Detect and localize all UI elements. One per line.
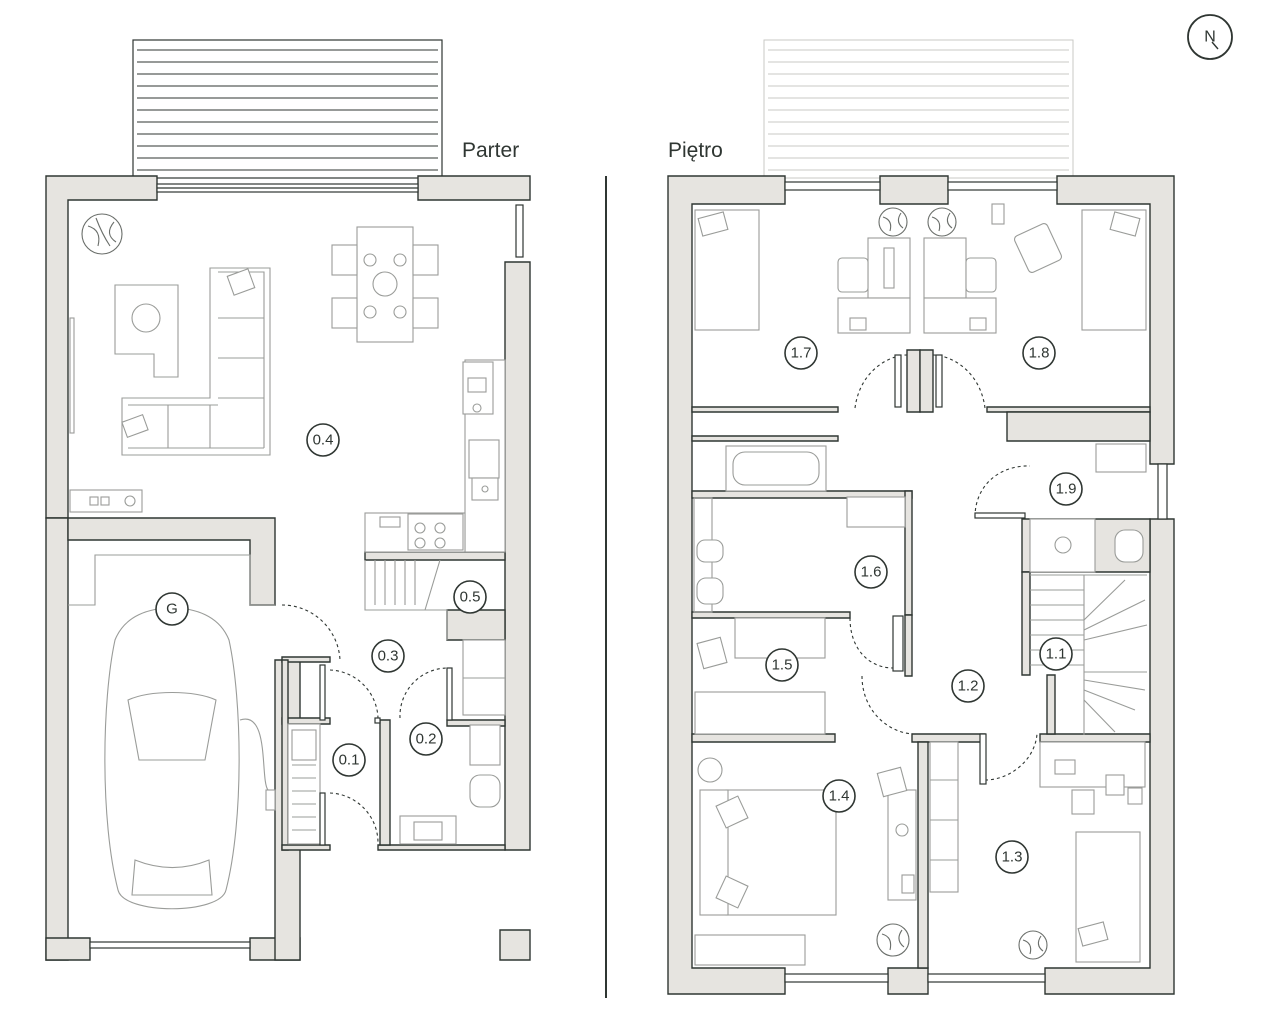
bathroom-1.6-furniture bbox=[693, 445, 906, 672]
room-label-1.2: 1.2 bbox=[951, 669, 985, 703]
car-icon bbox=[104, 607, 240, 910]
room-label-0.5: 0.5 bbox=[453, 580, 487, 614]
room-label-1.4: 1.4 bbox=[822, 779, 856, 813]
svg-text:0.4: 0.4 bbox=[313, 432, 334, 449]
svg-text:1.6: 1.6 bbox=[861, 564, 882, 581]
upper-stairs bbox=[1030, 574, 1148, 735]
bedroom-1.4-furniture bbox=[694, 757, 917, 966]
plant-icon bbox=[81, 213, 123, 255]
room-label-1.7: 1.7 bbox=[784, 336, 818, 370]
room-label-1.8: 1.8 bbox=[1022, 336, 1056, 370]
bedroom-1.7-furniture bbox=[694, 209, 911, 334]
bathtub-icon bbox=[725, 445, 827, 492]
compass-icon: N bbox=[1187, 14, 1233, 60]
ground-doors bbox=[281, 604, 453, 846]
upper-terrace-outline bbox=[763, 39, 1074, 179]
living-room-furniture bbox=[69, 226, 439, 513]
plant-icon bbox=[876, 923, 910, 957]
floor-label-ground: Parter bbox=[462, 139, 519, 162]
room-label-1.3: 1.3 bbox=[995, 840, 1029, 874]
svg-text:1.7: 1.7 bbox=[791, 345, 812, 362]
room-label-0.2: 0.2 bbox=[409, 722, 443, 756]
room-label-1.5: 1.5 bbox=[765, 648, 799, 682]
bedroom-1.3-furniture bbox=[929, 741, 1146, 963]
ground-stairs bbox=[287, 559, 506, 845]
ground-windows bbox=[89, 183, 524, 949]
ground-walls bbox=[45, 175, 531, 961]
svg-text:0.5: 0.5 bbox=[460, 589, 481, 606]
svg-text:N: N bbox=[1204, 29, 1216, 46]
upper-walls bbox=[667, 175, 1175, 995]
plant-icon bbox=[927, 207, 957, 237]
plant-icon bbox=[878, 207, 908, 237]
room-label-0.3: 0.3 bbox=[371, 639, 405, 673]
upper-floor: 1.7 1.8 1.9 1.6 1.1 1.5 1.2 1.4 bbox=[667, 39, 1175, 995]
upper-doors bbox=[849, 354, 1038, 785]
room-1.5-furniture bbox=[694, 617, 826, 735]
room-label-1.1: 1.1 bbox=[1039, 637, 1073, 671]
svg-text:G: G bbox=[166, 601, 178, 618]
kitchen-furniture bbox=[364, 359, 506, 553]
floor-label-upper: Piętro bbox=[668, 139, 723, 162]
svg-text:1.8: 1.8 bbox=[1029, 345, 1050, 362]
bidet-icon bbox=[696, 577, 724, 605]
svg-text:0.3: 0.3 bbox=[378, 648, 399, 665]
svg-text:1.4: 1.4 bbox=[829, 788, 850, 805]
svg-text:0.1: 0.1 bbox=[339, 752, 360, 769]
ground-floor: 0.4 G 0.5 0.3 0.2 0.1 Parter bbox=[45, 39, 531, 961]
desk-icon bbox=[867, 237, 911, 299]
plant-icon bbox=[1018, 930, 1048, 960]
svg-text:1.5: 1.5 bbox=[772, 657, 793, 674]
svg-text:0.2: 0.2 bbox=[416, 731, 437, 748]
room-label-1.9: 1.9 bbox=[1049, 472, 1083, 506]
sofa bbox=[121, 267, 271, 456]
bedroom-1.8-furniture bbox=[923, 203, 1147, 334]
bed-icon bbox=[1075, 831, 1141, 963]
garage bbox=[68, 554, 276, 910]
room-label-0.4: 0.4 bbox=[306, 423, 340, 457]
room-label-g: G bbox=[155, 592, 189, 626]
room-label-0.1: 0.1 bbox=[332, 743, 366, 777]
desk-icon bbox=[923, 237, 967, 299]
room-label-1.6: 1.6 bbox=[854, 555, 888, 589]
svg-text:1.3: 1.3 bbox=[1002, 849, 1023, 866]
upper-windows bbox=[784, 181, 1168, 983]
svg-text:1.1: 1.1 bbox=[1046, 646, 1067, 663]
toilet-icon bbox=[696, 539, 724, 563]
ground-terrace bbox=[132, 39, 443, 179]
svg-text:1.9: 1.9 bbox=[1056, 481, 1077, 498]
bathroom-1.9-furniture bbox=[1029, 443, 1147, 573]
svg-text:1.2: 1.2 bbox=[958, 678, 979, 695]
